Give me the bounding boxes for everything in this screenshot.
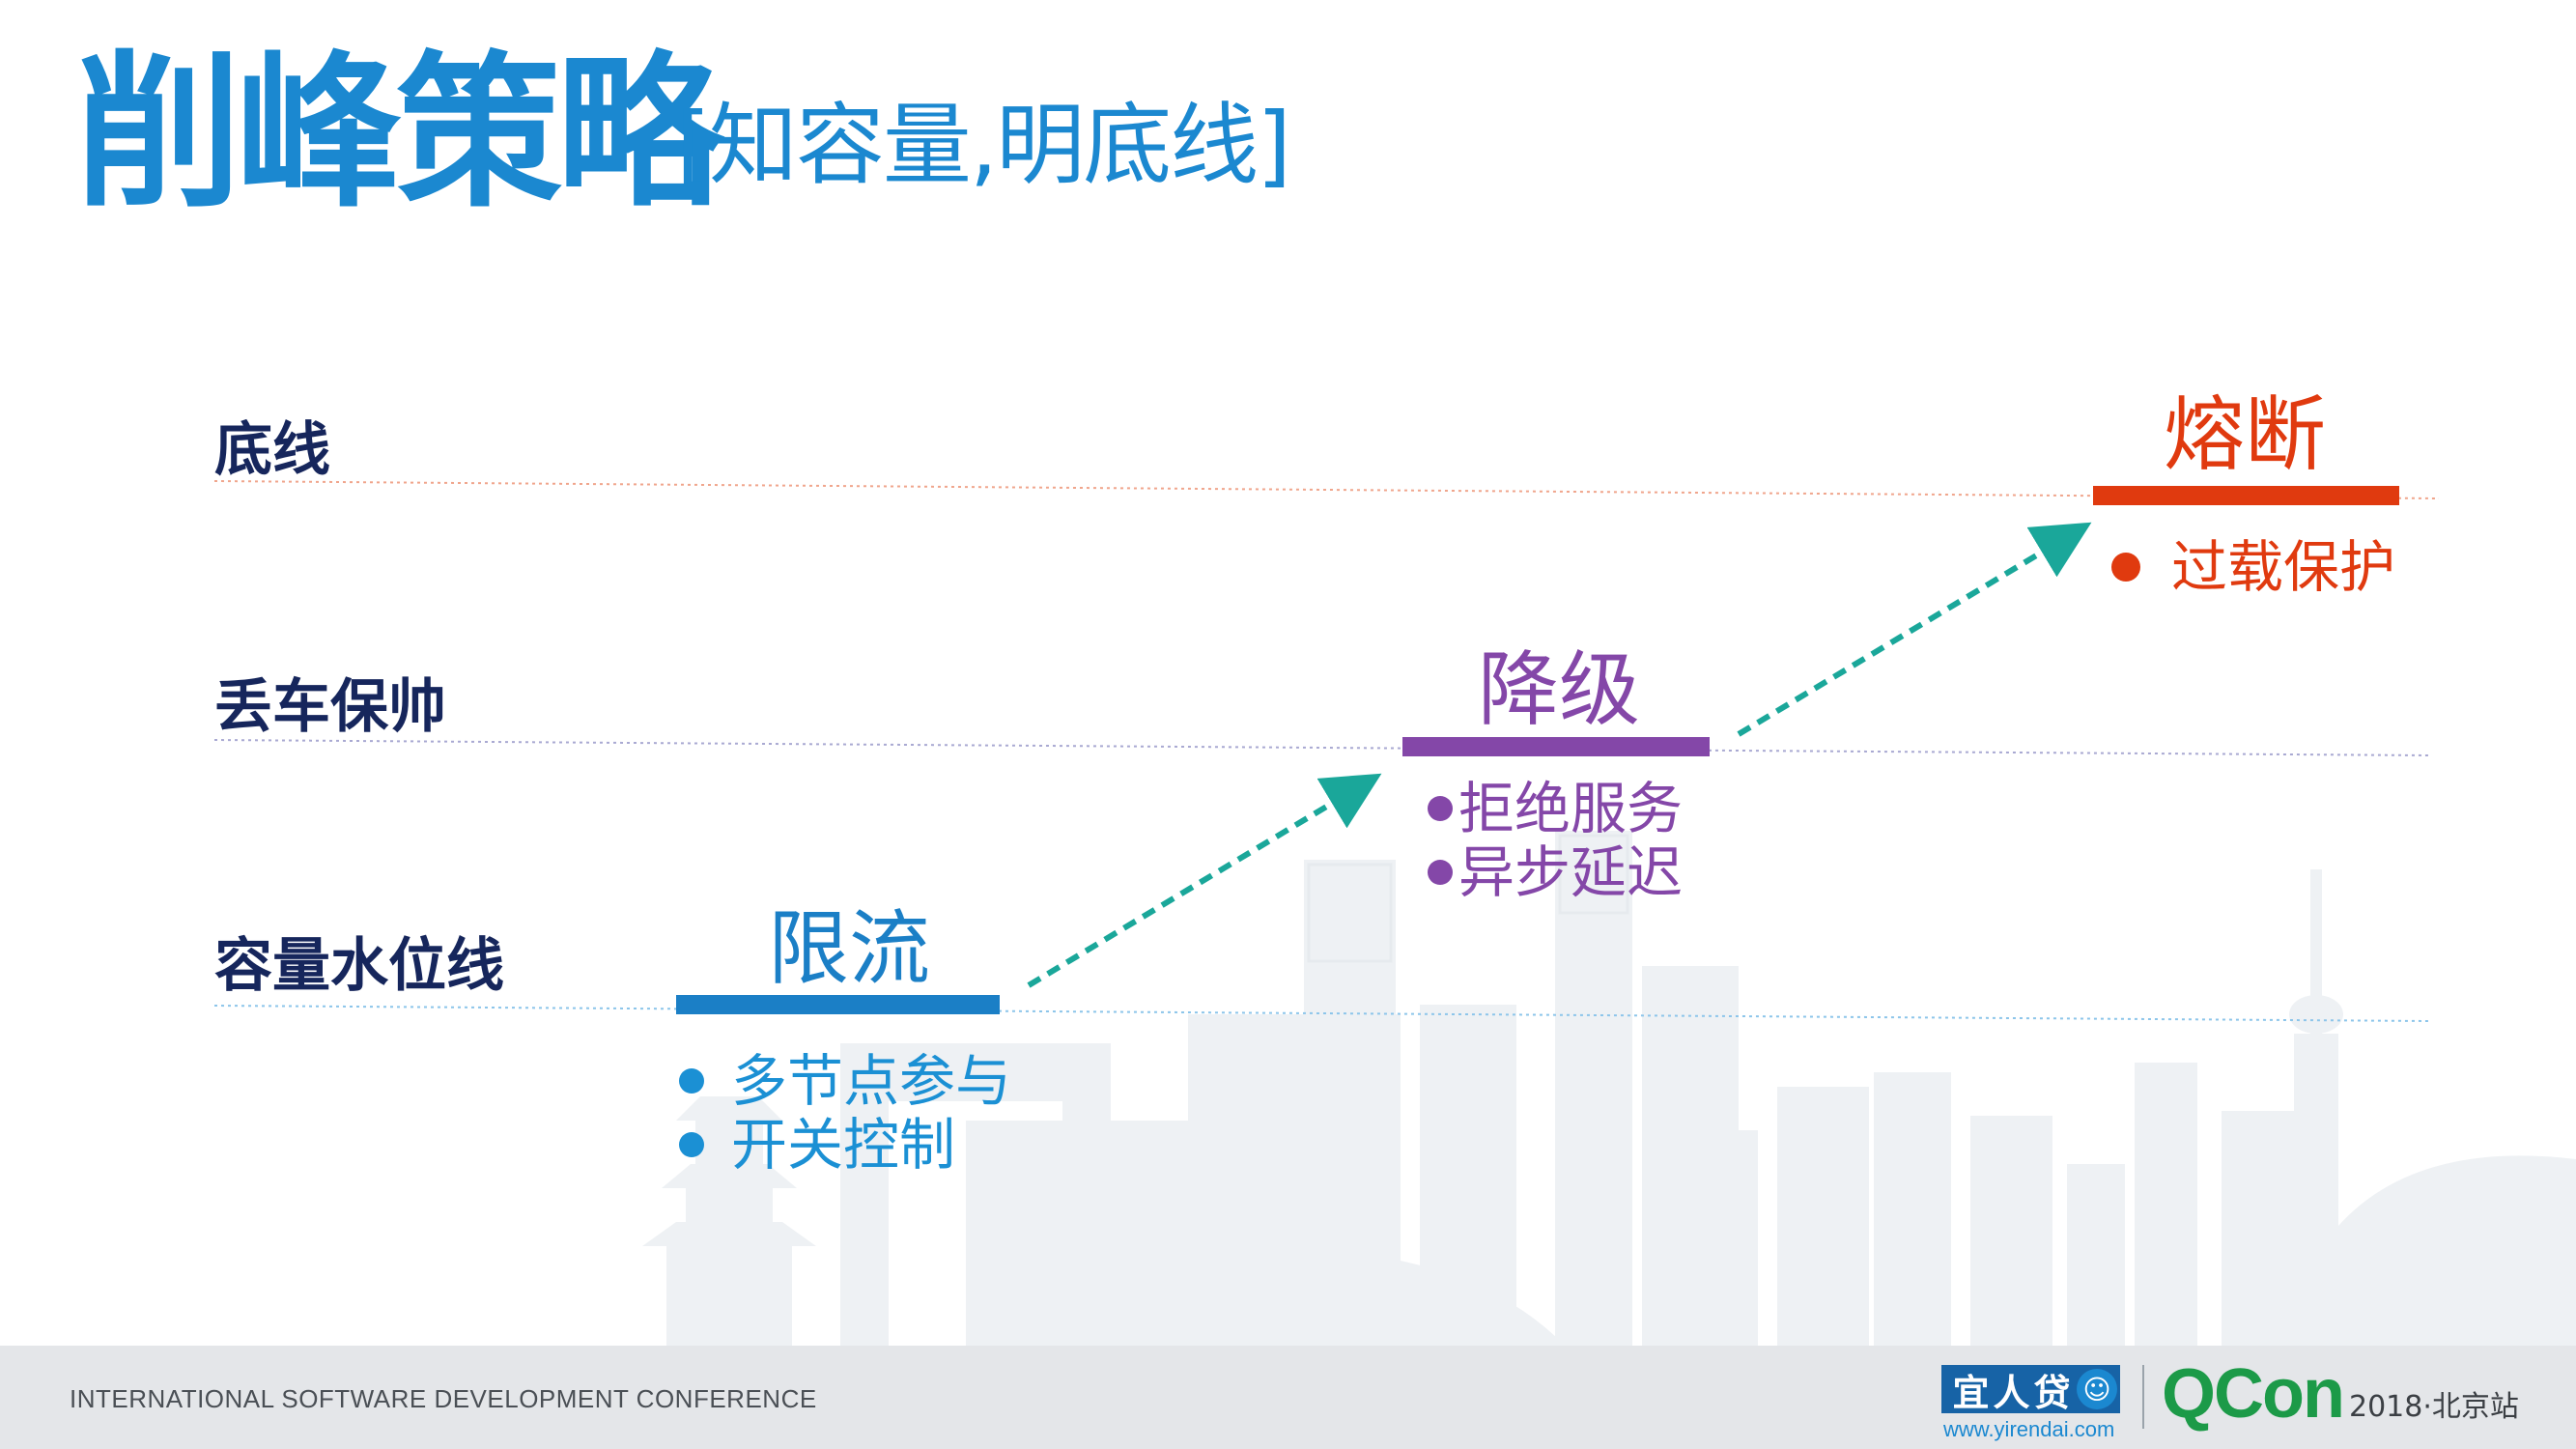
conference-name: INTERNATIONAL SOFTWARE DEVELOPMENT CONFE… [70, 1384, 817, 1413]
bullet-dot [2111, 553, 2140, 582]
event-logo: QCon [2162, 1355, 2345, 1433]
strategy-title-circuit-break: 熔断 [2164, 387, 2327, 482]
level-label-capacity: 容量水位线 [214, 932, 504, 1000]
guide-lines [213, 480, 2440, 1022]
arrow-degrade-to-break [1737, 522, 2092, 737]
strategy-bar-circuit-break [2093, 486, 2399, 505]
bullet-text: 拒绝服务 [1458, 776, 1684, 841]
progression-arrows [1027, 522, 2092, 988]
list-item: 过载保护 [2111, 539, 2395, 595]
sponsor-url: www.yirendai.com [1943, 1417, 2115, 1441]
strategy-bar-degrade [1402, 737, 1710, 756]
level-label-sacrifice: 丢车保帅 [214, 673, 446, 741]
strategy-title-rate-limit: 限流 [768, 901, 931, 996]
bullet-dot [679, 1132, 704, 1157]
page-title: 削峰策略 [75, 36, 722, 230]
bullet-dot [1428, 796, 1453, 821]
strategy-title-degrade: 降级 [1478, 642, 1641, 737]
bullet-dot [679, 1068, 704, 1094]
event-edition: 2018·北京站 [2349, 1390, 2519, 1424]
guide-line-bottom-line [213, 480, 2440, 499]
level-label-bottom-line: 底线 [214, 416, 330, 484]
list-item: 多节点参与 [679, 1053, 1011, 1109]
bullet-text: 过载保护 [2171, 534, 2396, 600]
bullet-text: 多节点参与 [731, 1048, 1012, 1114]
arrow-limit-to-degrade [1027, 773, 1382, 988]
strategy-bar-rate-limit [676, 995, 1000, 1014]
footer-divider [2142, 1365, 2144, 1429]
skyline-illustration [642, 831, 2576, 1346]
yirendai-logo-icon: ☺ [2077, 1369, 2117, 1409]
footer: INTERNATIONAL SOFTWARE DEVELOPMENT CONFE… [0, 1346, 2576, 1449]
bullet-text: 异步延迟 [1458, 839, 1684, 905]
page-subtitle: [知容量,明底线] [676, 94, 1291, 197]
sponsor-name: 宜人贷 [1952, 1371, 2075, 1414]
bullet-text: 开关控制 [731, 1112, 956, 1178]
bullet-dot [1428, 860, 1453, 885]
list-item: 拒绝服务 [1428, 781, 1683, 837]
list-item: 异步延迟 [1428, 844, 1683, 900]
list-item: 开关控制 [679, 1117, 955, 1173]
